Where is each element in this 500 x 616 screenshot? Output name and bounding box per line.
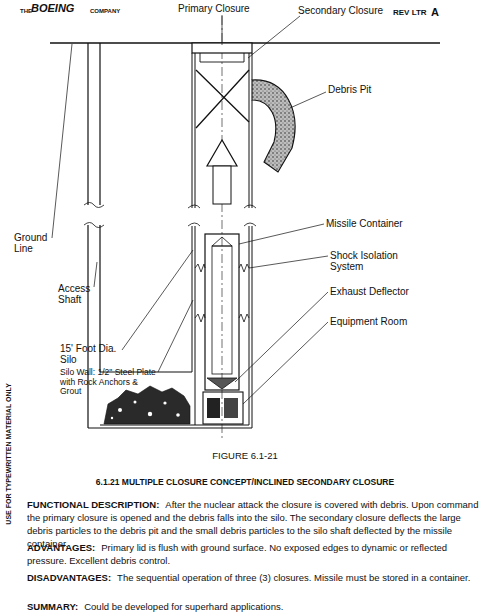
revision-letter: A: [431, 6, 439, 18]
paragraph-heading: SUMMARY:: [27, 601, 78, 612]
equipment-room: [203, 392, 243, 424]
rubble-speckle: [111, 401, 180, 420]
part-label: Primary Closure: [178, 3, 250, 14]
text-paragraph: ADVANTAGES:Primary lid is flush with gro…: [27, 541, 489, 567]
silo-wall: [192, 53, 252, 428]
text-paragraph: SUMMARY: Could be developed for superhard…: [27, 600, 489, 613]
section-title: 6.1.21 MULTIPLE CLOSURE CONCEPT/INCLINED…: [0, 478, 490, 488]
missile-container: [205, 234, 239, 390]
break-mark: [84, 203, 104, 228]
shock-isolation-spring: [195, 264, 249, 322]
paragraph-body: Could be developed for superhard applica…: [84, 601, 283, 612]
part-label: Exhaust Deflector: [330, 286, 409, 297]
leader-lines: [52, 15, 328, 404]
logo-text: BOEING: [31, 2, 74, 14]
part-label: Equipment Room: [330, 316, 407, 327]
break-mark: [188, 205, 256, 226]
missile-nose: [212, 237, 232, 246]
dimension-label: 15' Foot Dia. Silo: [60, 343, 128, 365]
paragraph-heading: FUNCTIONAL DESCRIPTION:: [27, 499, 159, 510]
part-label: Access Shaft: [58, 283, 96, 305]
debris-pit: [252, 80, 295, 172]
logo-text: COMPANY: [90, 8, 120, 15]
closure-recess: [200, 53, 244, 62]
missile-nose: [207, 140, 237, 166]
text-paragraph: DISADVANTAGES: The sequential operation o…: [27, 571, 489, 584]
missile-body: [212, 246, 232, 374]
margin-note: USE FOR TYPEWRITTEN MATERIAL ONLY: [5, 354, 13, 554]
equipment-box: [207, 398, 220, 418]
part-label: Silo Wall: 1/2" Steel Plate with Rock An…: [60, 368, 160, 397]
exhaust-deflector: [207, 378, 237, 389]
paragraph-body: The sequential operation of three (3) cl…: [117, 572, 470, 583]
part-label: Shock Isolation System: [330, 250, 408, 272]
part-label: Secondary Closure: [298, 5, 383, 16]
missile-body: [213, 166, 231, 204]
secondary-closure: [196, 70, 249, 128]
equipment-box: [224, 398, 238, 418]
part-label: Missile Container: [326, 218, 403, 229]
figure-caption: FIGURE 6.1-21: [0, 451, 490, 462]
part-label: Ground Line: [14, 232, 54, 254]
debris-rubble: [104, 386, 190, 424]
paragraph-heading: DISADVANTAGES:: [27, 572, 111, 583]
center-line: [222, 16, 223, 440]
revision-label: REV LTR: [393, 9, 427, 18]
part-label: Debris Pit: [328, 84, 371, 95]
logo-text: THE: [20, 8, 32, 15]
paragraph-heading: ADVANTAGES:: [27, 542, 95, 553]
